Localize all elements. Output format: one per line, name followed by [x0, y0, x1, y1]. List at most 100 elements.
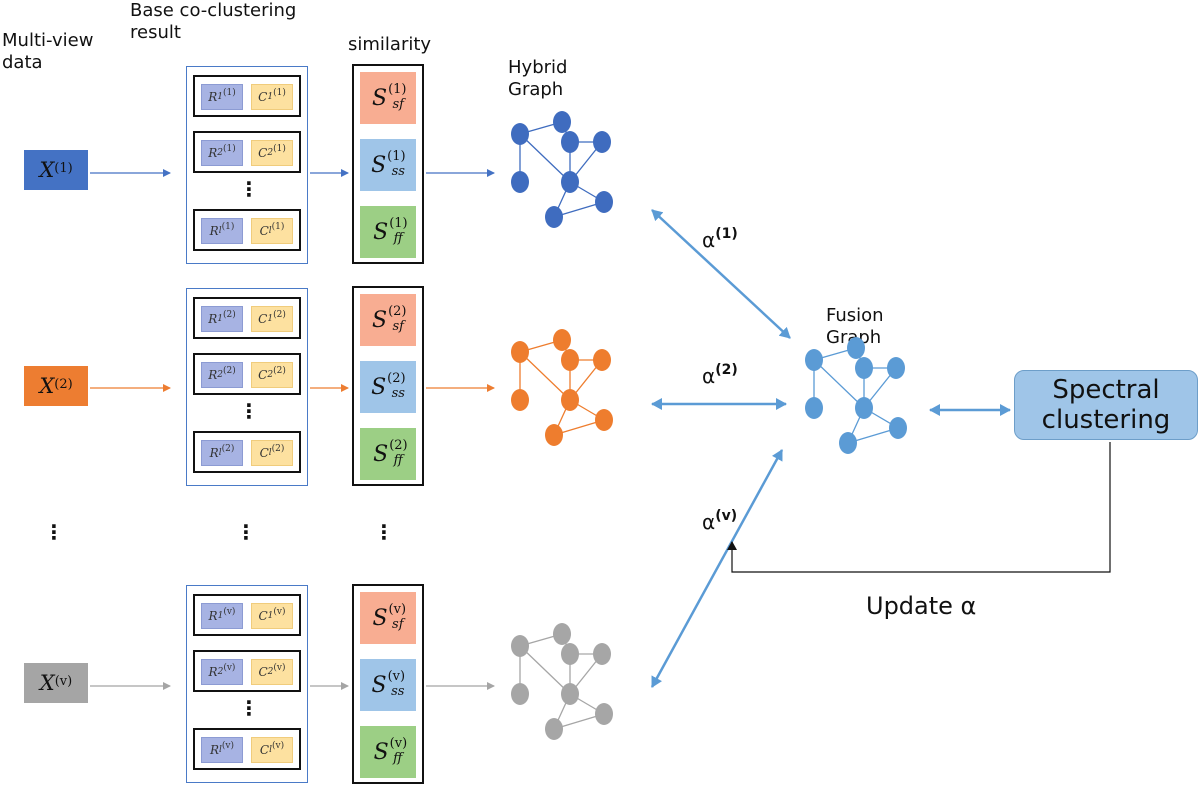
- similarity-cell-ss: S(v)ss: [360, 659, 416, 711]
- alpha-1-arrow: [651, 209, 791, 339]
- views-ellipsis: ⋮: [44, 520, 64, 544]
- hybrid-graph-3: [511, 623, 613, 740]
- graph-node: [545, 424, 563, 446]
- graph-node: [553, 329, 571, 351]
- graph-edge: [519, 133, 571, 183]
- graph-node: [593, 349, 611, 371]
- similarity-cell-ss: S(1)ss: [360, 139, 416, 191]
- rows-ellipsis: ⋮: [239, 177, 259, 201]
- graph-edge: [813, 359, 865, 409]
- graph-node: [805, 349, 823, 371]
- input-view-3: X(v): [24, 663, 88, 703]
- hybrid-graph-2: [511, 329, 613, 446]
- graph-node: [855, 397, 873, 419]
- rows-ellipsis: ⋮: [239, 399, 259, 423]
- graph-node: [561, 683, 579, 705]
- graph-edge: [519, 351, 571, 401]
- similarity-cell-ff: S(v)ff: [360, 726, 416, 778]
- coclustering-ellipsis: ⋮: [236, 520, 256, 544]
- graph-node: [545, 206, 563, 228]
- graph-node: [511, 171, 529, 193]
- graph-node: [553, 111, 571, 133]
- graph-node: [553, 623, 571, 645]
- graph-node: [511, 123, 529, 145]
- fusion-graph-header: Fusion Graph: [826, 305, 884, 348]
- graph-node: [511, 341, 529, 363]
- graph-node: [847, 337, 865, 359]
- graph-node: [511, 635, 529, 657]
- graph-node: [561, 643, 579, 665]
- graph-node: [593, 643, 611, 665]
- graph-node: [595, 191, 613, 213]
- alpha-2-label: α(2): [702, 362, 738, 388]
- graph-node: [561, 349, 579, 371]
- graph-node: [595, 703, 613, 725]
- graph-node: [593, 131, 611, 153]
- graph-node: [839, 432, 857, 454]
- graph-node: [561, 131, 579, 153]
- hybrid-graph-header: Hybrid Graph: [508, 57, 568, 100]
- graph-node: [545, 718, 563, 740]
- graph-node: [595, 409, 613, 431]
- similarity-cell-ff: S(2)ff: [360, 428, 416, 480]
- graph-edge: [519, 645, 571, 695]
- graph-node: [887, 357, 905, 379]
- feedback-loop-arrow: [727, 442, 1111, 573]
- multiview-data-header: Multi-view data: [2, 30, 94, 73]
- hybrid-graph-1: [511, 111, 613, 228]
- alpha-v-arrow: [650, 449, 784, 688]
- rows-ellipsis: ⋮: [239, 696, 259, 720]
- similarity-cell-ss: S(2)ss: [360, 361, 416, 413]
- similarity-cell-ff: S(1)ff: [360, 206, 416, 258]
- input-view-2: X(2): [24, 366, 88, 406]
- similarity-header: similarity: [348, 34, 432, 55]
- similarity-cell-sf: S(2)sf: [360, 294, 416, 346]
- graph-node: [511, 683, 529, 705]
- similarity-ellipsis: ⋮: [374, 520, 394, 544]
- input-view-1: X(1): [24, 150, 88, 190]
- base-coclustering-header: Base co-clustering result: [130, 0, 297, 43]
- fusion-graph: [805, 337, 907, 454]
- graph-node: [805, 397, 823, 419]
- graph-node: [855, 357, 873, 379]
- similarity-cell-sf: S(v)sf: [360, 592, 416, 644]
- graph-node: [511, 389, 529, 411]
- graph-node: [889, 417, 907, 439]
- graph-node: [561, 389, 579, 411]
- update-alpha-label: Update α: [866, 592, 977, 620]
- similarity-cell-sf: S(1)sf: [360, 72, 416, 124]
